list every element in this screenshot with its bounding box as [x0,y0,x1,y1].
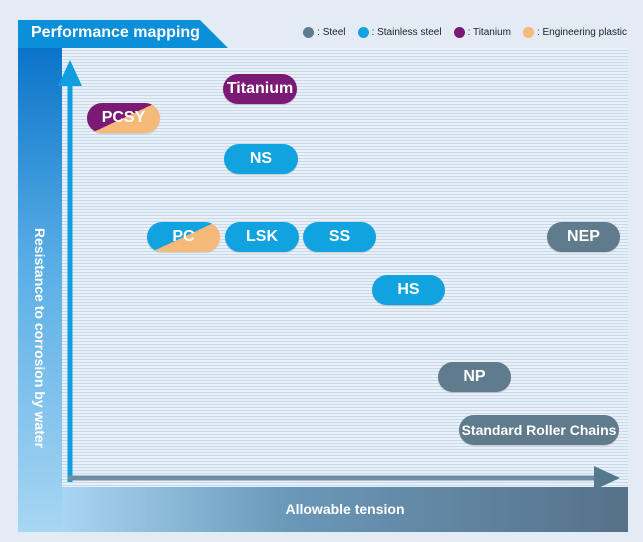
product-titanium: Titanium [223,74,297,104]
legend-item-titanium: : Titanium [453,27,511,38]
titanium-dot-icon [453,27,465,38]
product-ss: SS [303,222,376,252]
product-pcsy: PCSY [87,103,160,133]
product-lsk: LSK [225,222,299,252]
legend-label: : Steel [317,27,346,38]
legend-label: : Stainless steel [371,27,442,38]
x-axis-arrow-icon [594,466,620,490]
title-tab-shape [18,20,228,48]
legend-item-steel: : Steel [303,27,346,38]
product-np: NP [438,362,511,392]
legend-item-engineering-plastic: : Engineering plastic [522,27,627,38]
product-standard-roller-chains: Standard Roller Chains [459,415,619,445]
legend: : Steel : Stainless steel : Titanium : E… [303,27,627,38]
steel-dot-icon [303,27,315,38]
product-ns: NS [224,144,298,174]
y-axis-arrow-icon [58,60,82,86]
legend-item-stainless-steel: : Stainless steel [357,27,442,38]
page-title: Performance mapping [31,24,200,41]
x-axis-label: Allowable tension [285,501,405,517]
engineering-plastic-dot-icon [522,27,534,38]
legend-label: : Engineering plastic [536,27,627,38]
product-hs: HS [372,275,445,305]
x-axis-band [62,487,628,532]
product-pc: PC [147,222,220,252]
y-axis-band [18,48,62,532]
title-tab: Performance mapping [18,20,228,48]
stainless-steel-dot-icon [357,27,369,38]
product-nep: NEP [547,222,620,252]
legend-label: : Titanium [467,27,511,38]
